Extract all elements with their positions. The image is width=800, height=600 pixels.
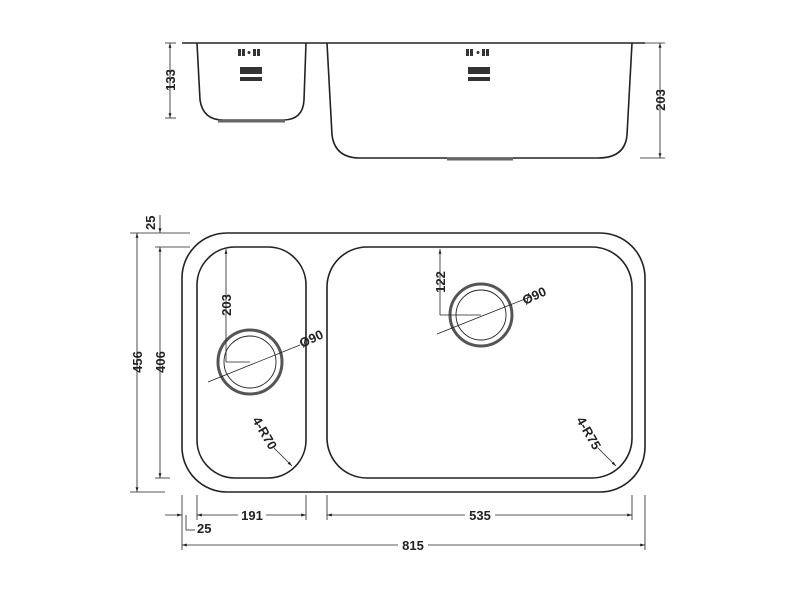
small-drain — [216, 328, 284, 396]
side-view: 133 203 — [163, 42, 668, 161]
overflow-icon-large — [466, 49, 490, 81]
small-drain-offset-label: 203 — [219, 294, 234, 316]
small-bowl — [196, 246, 307, 479]
overall-depth-label: 456 — [130, 351, 145, 373]
small-drain-diameter-label: Ø90 — [297, 327, 326, 351]
overflow-icon-small — [238, 49, 262, 81]
large-bowl — [326, 246, 633, 479]
small-bowl-width-label: 191 — [241, 508, 263, 523]
left-margin-label: 25 — [197, 521, 211, 536]
small-bowl-profile — [196, 42, 307, 121]
small-bowl-depth-label: 133 — [163, 69, 178, 91]
bowl-depth-label: 406 — [153, 351, 168, 373]
large-drain-diameter-label: Ø90 — [520, 284, 549, 308]
large-drain-offset-label: 122 — [433, 271, 448, 293]
plan-view: 203 Ø90 122 Ø90 4-R70 4-R75 456 406 25 1 — [130, 215, 646, 553]
large-bowl-width-label: 535 — [469, 508, 491, 523]
large-bowl-radius-label: 4-R75 — [573, 414, 604, 452]
top-margin-label: 25 — [143, 216, 158, 230]
sink-outline — [181, 232, 646, 493]
large-bowl-depth-label: 203 — [653, 89, 668, 111]
large-bowl-profile — [326, 42, 633, 159]
overall-width-label: 815 — [402, 538, 424, 553]
small-bowl-radius-label: 4-R70 — [249, 414, 280, 452]
